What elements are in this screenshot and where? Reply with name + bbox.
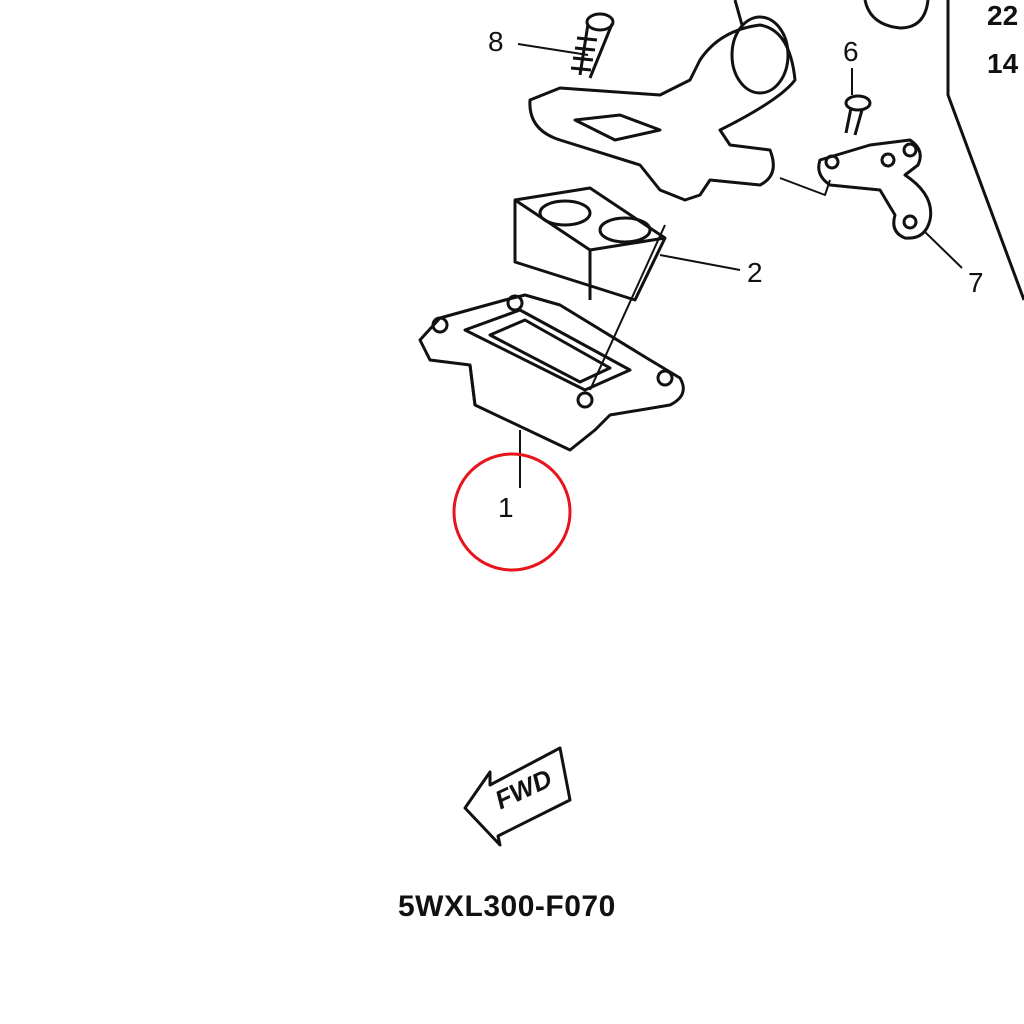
- part-label-2: 2: [747, 257, 763, 288]
- part-label-1[interactable]: 1: [498, 492, 514, 523]
- bracket-7: [817, 138, 933, 240]
- hose-clamp: [863, 0, 930, 30]
- part-label-8: 8: [488, 26, 504, 57]
- bolt-8: [570, 12, 615, 79]
- highlight-circle: [452, 452, 572, 572]
- reed-valve-1: [418, 293, 685, 452]
- diagram-code: 5WXL300-F070: [398, 890, 616, 923]
- part-label-6: 6: [843, 36, 859, 67]
- reed-spacer-2: [513, 186, 667, 302]
- side-label-14: 14: [987, 48, 1019, 79]
- side-label-22: 22: [987, 0, 1019, 31]
- intake-manifold: [528, 0, 797, 202]
- bolt-6: [844, 94, 872, 136]
- page-border-line: [946, 0, 1024, 301]
- fwd-arrow: [463, 746, 572, 847]
- part-label-7: 7: [968, 267, 984, 298]
